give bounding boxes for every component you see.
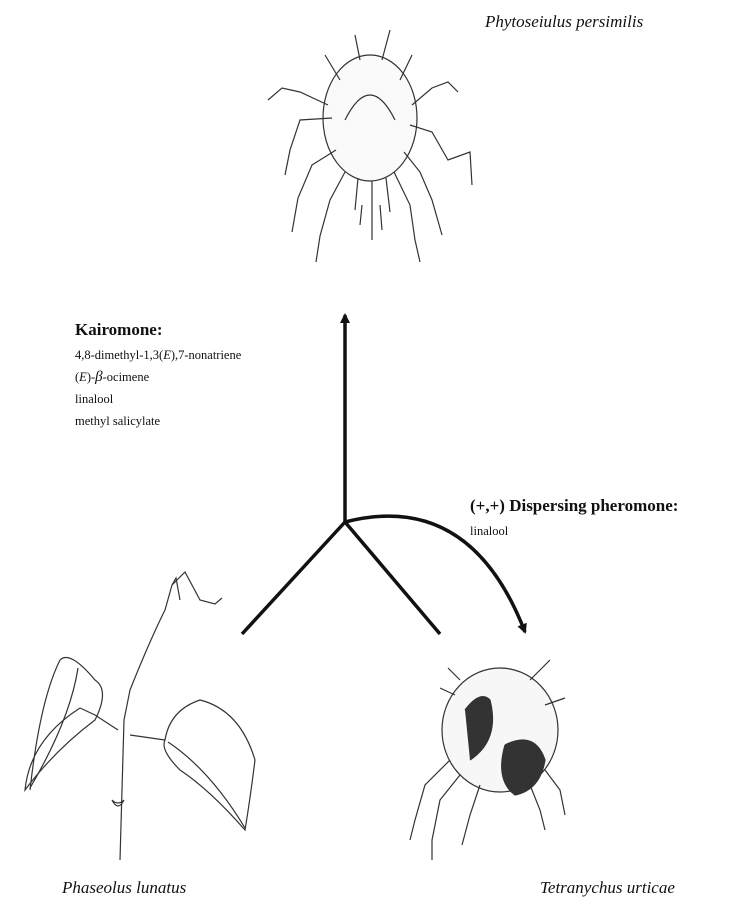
compound-ocimene-beta: β xyxy=(95,369,102,385)
dispersing-pheromone-block: (+,+) Dispersing pheromone: linalool xyxy=(470,496,678,546)
compound-ocimene: (E)-β-ocimene xyxy=(75,370,241,384)
compound-dmnt-suffix: ),7-nonatriene xyxy=(171,348,241,362)
species-label-predator: Phytoseiulus persimilis xyxy=(485,12,643,32)
dispersing-compound-linalool: linalool xyxy=(470,524,678,538)
compound-methyl-salicylate: methyl salicylate xyxy=(75,414,241,428)
species-label-plant: Phaseolus lunatus xyxy=(62,878,186,898)
lima-bean-plant-illustration xyxy=(25,572,255,860)
compound-dmnt-prefix: 4,8-dimethyl-1,3( xyxy=(75,348,163,362)
compound-dmnt: 4,8-dimethyl-1,3(E),7-nonatriene xyxy=(75,348,241,362)
kairomone-heading: Kairomone: xyxy=(75,320,241,340)
species-label-herbivore: Tetranychus urticae xyxy=(540,878,675,898)
compound-ocimene-suffix: -ocimene xyxy=(103,370,150,384)
spider-mite-illustration xyxy=(410,660,565,860)
predatory-mite-illustration xyxy=(268,30,472,262)
line-to-plant xyxy=(242,522,345,634)
compound-ocimene-close: )- xyxy=(87,370,95,384)
compound-linalool: linalool xyxy=(75,392,241,406)
compound-dmnt-e: E xyxy=(163,348,171,362)
compound-ocimene-e: E xyxy=(79,370,87,384)
interaction-lines xyxy=(242,315,525,634)
kairomone-block: Kairomone: 4,8-dimethyl-1,3(E),7-nonatri… xyxy=(75,320,241,436)
dispersing-heading: (+,+) Dispersing pheromone: xyxy=(470,496,678,516)
line-to-herbivore xyxy=(345,522,440,634)
